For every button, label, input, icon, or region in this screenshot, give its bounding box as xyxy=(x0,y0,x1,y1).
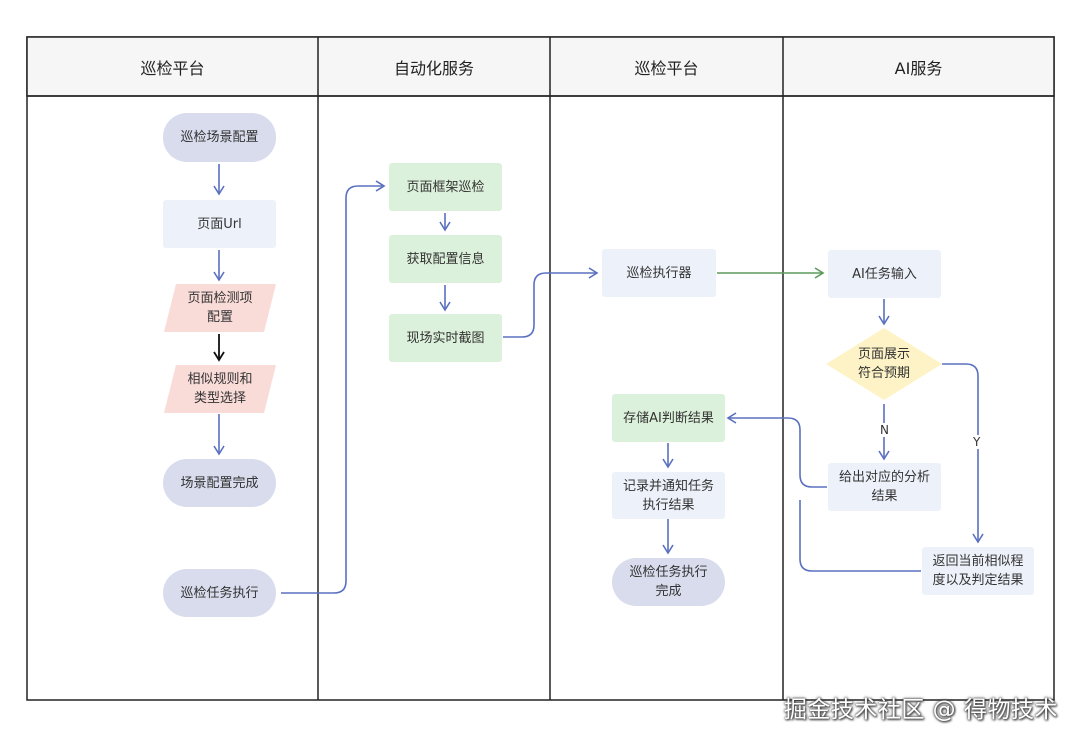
node-page-check-config: 页面检测项 配置 xyxy=(170,284,270,332)
arrow-decision-yes xyxy=(942,363,984,544)
lane-title-inspection-platform-2: 巡检平台 xyxy=(634,58,699,78)
arrow-exec-to-frame-check xyxy=(281,180,386,594)
lane-title-inspection-platform: 巡检平台 xyxy=(140,58,205,78)
edge-label-no: N xyxy=(878,423,891,437)
arrow-return-to-store xyxy=(799,500,921,572)
lane-title-automation-service: 自动化服务 xyxy=(393,58,474,78)
swimlane-frame xyxy=(26,36,1055,701)
arrow-analysis-to-store xyxy=(726,412,827,488)
lane-title-ai-service: AI服务 xyxy=(894,58,943,78)
node-exec-done: 巡检任务执行 完成 xyxy=(612,558,725,606)
node-rule-select: 相似规则和 类型选择 xyxy=(170,365,270,413)
edge-label-yes: Y xyxy=(971,435,983,449)
node-frame-check: 页面框架巡检 xyxy=(389,163,502,211)
node-return-similarity: 返回当前相似程 度以及判定结果 xyxy=(922,547,1034,595)
node-store-result: 存储AI判断结果 xyxy=(612,394,725,442)
decision-diamond xyxy=(826,328,942,400)
node-scene-done: 场景配置完成 xyxy=(163,459,276,507)
node-scene-config: 巡检场景配置 xyxy=(163,113,276,162)
watermark: 掘金技术社区 @ 得物技术 xyxy=(783,697,1058,723)
node-live-screenshot: 现场实时截图 xyxy=(389,314,502,362)
node-ai-input: AI任务输入 xyxy=(828,250,941,298)
node-page-check-config-label: 页面检测项 配置 xyxy=(187,291,253,325)
node-decision: 页面展示 符合预期 xyxy=(857,347,910,381)
node-rule-select-label: 相似规则和 类型选择 xyxy=(187,372,253,406)
node-executor: 巡检执行器 xyxy=(602,249,716,297)
node-page-url: 页面Url xyxy=(163,200,276,248)
arrow-screenshot-to-executor xyxy=(503,267,599,338)
node-record-notify: 记录并通知任务 执行结果 xyxy=(612,472,725,519)
node-task-exec: 巡检任务执行 xyxy=(163,569,276,617)
node-get-config: 获取配置信息 xyxy=(389,235,502,283)
node-analysis: 给出对应的分析 结果 xyxy=(828,463,941,511)
